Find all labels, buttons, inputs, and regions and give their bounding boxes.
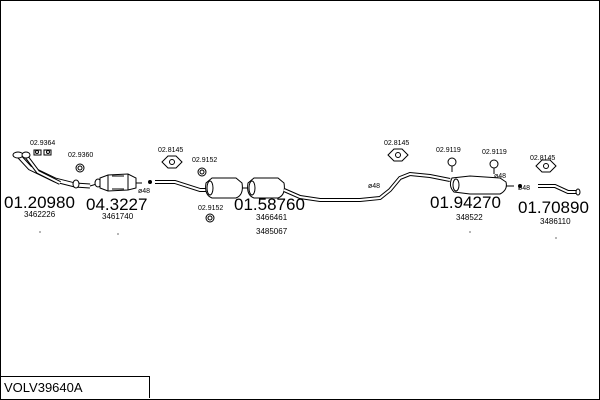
intermediate-pipe-drawing: [283, 171, 451, 202]
mount-bracket-icon: [161, 155, 183, 169]
marker-dot: [555, 237, 557, 239]
ref-number-tail-pipe: 3486110: [540, 217, 571, 226]
clamp-code: 02.9152: [192, 157, 217, 164]
ring-clamp-icon: [75, 163, 85, 173]
model-code-box: VOLV39640A: [0, 376, 150, 398]
clamp-code: 02.9364: [30, 140, 55, 147]
t-hanger-icon: [489, 159, 499, 174]
exhaust-system-drawing: [12, 151, 581, 202]
flange-gasket-icon: [33, 149, 52, 156]
diameter-label: ø48: [138, 188, 150, 195]
marker-dot: [148, 180, 152, 184]
diameter-label: ø48: [368, 183, 380, 190]
ring-clamp-icon: [205, 213, 215, 223]
ref-number-intermediate-pipe: 3485067: [256, 227, 288, 236]
ref-number-middle-silencer: 3466461: [256, 213, 288, 222]
marker-dot: [39, 231, 41, 233]
part-number-tail-pipe: 01.70890: [518, 198, 589, 217]
diameter-label: ø48: [494, 173, 506, 180]
diameter-label: ø48: [518, 185, 530, 192]
middle-silencer-drawing: [205, 177, 285, 199]
part-number-front-pipe: 01.20980: [4, 193, 75, 212]
part-number-catalytic-converter: 04.3227: [86, 195, 147, 214]
ref-number-rear-silencer: 348522: [456, 213, 483, 222]
clamp-code: 02.8145: [530, 155, 555, 162]
front-pipe-drawing: [12, 151, 91, 189]
clamp-code: 02.9152: [198, 205, 223, 212]
catalytic-converter-drawing: [89, 173, 142, 192]
mount-bracket-icon: [535, 159, 557, 173]
rear-silencer-drawing: [449, 175, 514, 195]
marker-dot: [518, 184, 522, 188]
clamp-code: 02.8145: [384, 140, 409, 147]
mount-bracket-icon: [387, 148, 409, 162]
t-hanger-icon: [447, 157, 457, 172]
connecting-pipe-1: [155, 180, 210, 192]
ref-number-catalytic-converter: 3461740: [102, 212, 134, 221]
marker-dot: [469, 231, 471, 233]
clamp-code: 02.9119: [436, 147, 461, 154]
clamp-code: 02.9119: [482, 149, 507, 156]
marker-dot: [117, 233, 119, 235]
model-code: VOLV39640A: [4, 380, 83, 395]
clamp-code: 02.8145: [158, 147, 183, 154]
clamp-code: 02.9360: [68, 152, 93, 159]
ref-number-front-pipe: 3462226: [24, 210, 56, 219]
part-number-rear-silencer: 01.94270: [430, 193, 501, 212]
part-number-middle-silencer: 01.58760: [234, 195, 305, 214]
ring-clamp-icon: [197, 167, 207, 177]
